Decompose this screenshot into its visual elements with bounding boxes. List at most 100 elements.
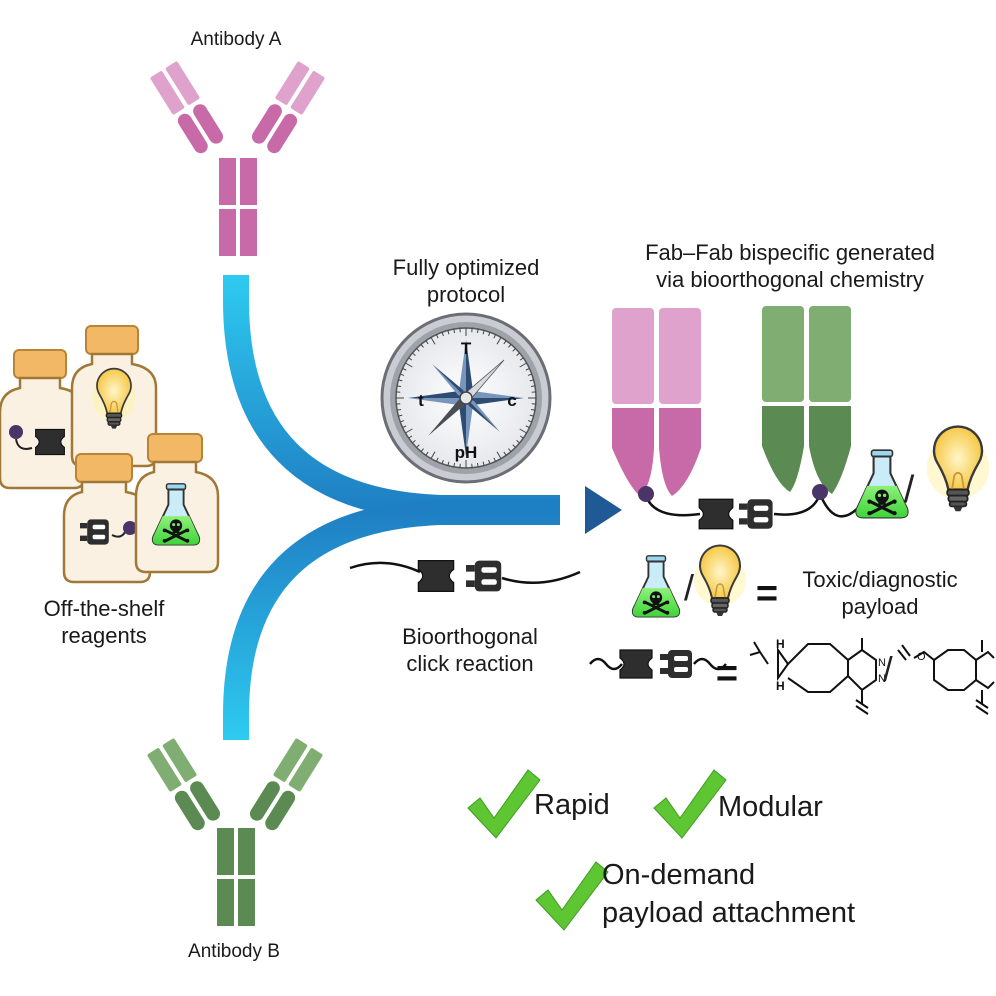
compass-tick (493, 334, 497, 339)
compass-tick (396, 408, 402, 411)
compass-tick (400, 373, 405, 376)
click-label-line1: Bioorthogonal (402, 624, 538, 649)
compass-tick (447, 461, 450, 466)
reagents-label-line2: reagents (61, 623, 147, 648)
compass-tick (402, 425, 407, 429)
compass-tick (476, 462, 479, 468)
compass-tick (412, 352, 416, 356)
feature-payload-attachment: payload attachment (602, 897, 856, 929)
compass-tick (476, 328, 479, 334)
antibody-a-icon (150, 61, 325, 256)
compass-tick (512, 444, 516, 448)
check-icon-on-demand (535, 861, 609, 931)
compass-tick (488, 332, 491, 337)
payload-slash: / (683, 567, 694, 608)
click-reaction-icon (349, 559, 581, 593)
compass-tick (441, 332, 444, 337)
linker-equals: = (715, 653, 739, 695)
feature-modular: Modular (718, 791, 823, 823)
compass-tick (519, 428, 527, 434)
protocol-label-line1: Fully optimized (392, 255, 540, 280)
compass-tick (400, 420, 405, 423)
flow-arrow (223, 275, 622, 740)
compass-tick (435, 457, 439, 462)
compass-tick (416, 444, 420, 448)
bispecific-product-icon (612, 306, 991, 530)
compass-tick (530, 408, 536, 411)
bispecific-label-line1: Fab–Fab bispecific generated (645, 240, 935, 265)
compass-north-label: T (461, 339, 472, 358)
compass-tick (398, 414, 403, 417)
compass-tick (493, 457, 497, 462)
compass-tick (396, 385, 402, 388)
chem-n-2: N (878, 673, 886, 685)
antibody-b-icon (147, 738, 323, 926)
reagent-bottles (0, 325, 220, 584)
check-icon-modular (653, 769, 727, 839)
feature-on-demand: On-demand (602, 859, 756, 891)
compass-tick (529, 414, 534, 417)
compass-tick (525, 367, 530, 371)
compass-tick (453, 462, 456, 468)
bottle-buckle-icon (62, 453, 152, 584)
compass-tick (412, 440, 416, 444)
compass-tick (430, 337, 436, 345)
chem-h-bottom: H (776, 679, 785, 693)
compass-tick (516, 352, 520, 356)
compass-tick (527, 373, 532, 376)
compass-tick (435, 334, 439, 339)
bicyclononyne-tetrazine-structure (749, 638, 877, 715)
compass-tick (516, 440, 520, 444)
compass-tick (508, 344, 512, 348)
compass-west-label: t (418, 391, 424, 410)
compass-tick (416, 348, 420, 352)
compass-tick (488, 459, 491, 464)
compass-tick (482, 330, 485, 335)
compass-tick (512, 348, 516, 352)
compass-tick (529, 379, 534, 382)
svg-text:O: O (917, 651, 926, 663)
compass-tick (425, 451, 429, 456)
payload-label-line1: Toxic/diagnostic (802, 567, 958, 592)
chem-h-top: H (776, 637, 785, 651)
compass-icon: T t c pH (380, 312, 552, 484)
protocol-label-line2: protocol (426, 282, 506, 307)
compass-tick (453, 328, 456, 334)
chem-slash: / (883, 651, 893, 689)
bottle-linker-icon (0, 349, 86, 490)
payload-label-line2: payload (841, 594, 919, 619)
compass-tick (503, 340, 507, 345)
compass-tick (519, 435, 524, 439)
bispecific-label-line2: via bioorthogonal chemistry (656, 267, 924, 292)
compass-tick (420, 448, 424, 452)
compass-tick (503, 451, 507, 456)
feature-rapid: Rapid (534, 789, 610, 821)
check-icon-rapid (467, 769, 541, 839)
compass-tick (508, 448, 512, 452)
compass-south-label: pH (455, 443, 478, 462)
linker-chemistry-legend: H H N N O (589, 637, 995, 715)
antibody-a-label: Antibody A (190, 29, 282, 50)
compass-tick (430, 451, 436, 459)
compass-tick (519, 362, 527, 368)
compass-tick (482, 461, 485, 466)
compass-tick (525, 425, 530, 429)
bispecific-slash: / (903, 469, 915, 511)
bottle-flask-icon (134, 433, 220, 574)
compass-tick (441, 459, 444, 464)
compass-tick (408, 357, 413, 361)
compass-tick (447, 330, 450, 335)
cyclooctyne-tetrazine-structure (897, 640, 995, 715)
chem-n-1: N (878, 657, 886, 669)
compass-tick (530, 385, 536, 388)
payload-equals: = (755, 573, 779, 615)
compass-tick (425, 340, 429, 345)
compass-tick (402, 367, 407, 371)
compass-tick (496, 337, 502, 345)
compass-tick (420, 344, 424, 348)
compass-tick (405, 428, 413, 434)
compass-east-label: c (507, 391, 516, 410)
compass-tick (519, 357, 524, 361)
antibody-b-label: Antibody B (188, 941, 280, 962)
